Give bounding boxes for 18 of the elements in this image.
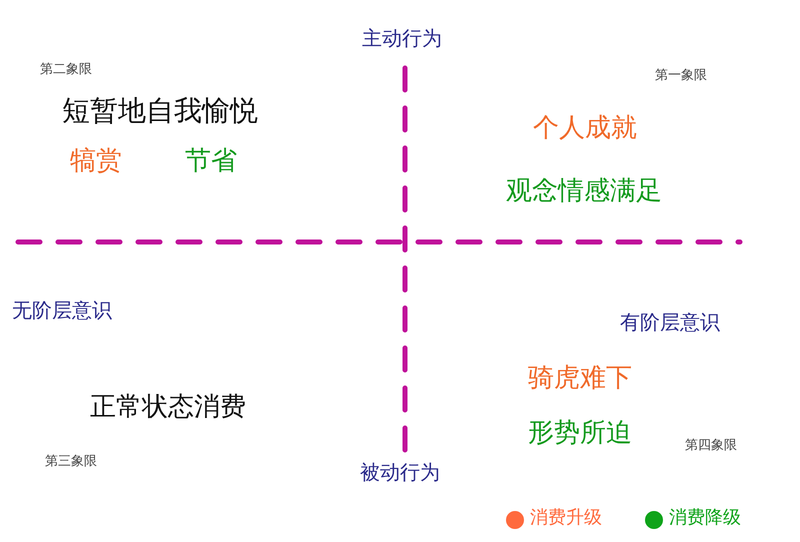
quadrant-label: 第四象限 bbox=[685, 438, 737, 454]
category-text: 个人成就 bbox=[533, 113, 637, 144]
quadrant-label: 第三象限 bbox=[45, 454, 97, 470]
axis-label: 有阶层意识 bbox=[620, 310, 720, 334]
axis-label: 主动行为 bbox=[362, 26, 442, 50]
quadrant-label: 第一象限 bbox=[655, 68, 707, 84]
category-text: 正常状态消费 bbox=[90, 392, 246, 424]
legend-text: 消费升级 bbox=[530, 507, 602, 529]
legend-text: 消费降级 bbox=[669, 507, 741, 529]
quadrant-label: 第二象限 bbox=[40, 62, 92, 78]
quadrant-heading: 短暂地自我愉悦 bbox=[62, 94, 258, 128]
category-text: 犒赏 bbox=[70, 146, 122, 178]
axis-label: 无阶层意识 bbox=[12, 298, 112, 322]
category-text: 形势所迫 bbox=[528, 418, 632, 450]
axis-label: 被动行为 bbox=[360, 460, 440, 484]
category-text: 骑虎难下 bbox=[528, 363, 632, 394]
category-text: 节省 bbox=[185, 146, 237, 178]
category-text: 观念情感满足 bbox=[506, 176, 662, 208]
